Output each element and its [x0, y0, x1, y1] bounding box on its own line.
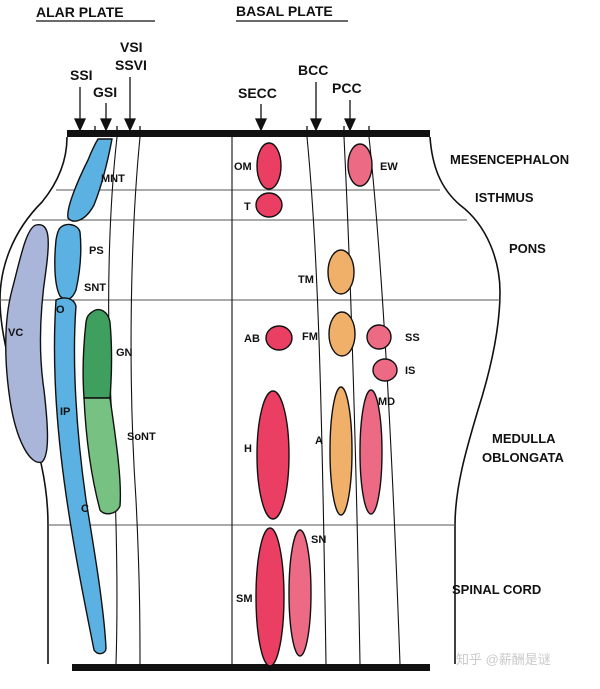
label-a: A: [315, 435, 323, 447]
sont-nucleus-shape: [83, 397, 122, 515]
label-bcc: BCC: [298, 62, 328, 78]
label-om: OM: [234, 161, 252, 173]
label-tm: TM: [298, 274, 314, 286]
label-ssvi: SSVI: [115, 57, 147, 73]
region-spinal-cord: SPINAL CORD: [452, 582, 541, 597]
ew-nucleus-shape: [347, 143, 373, 187]
gn-nucleus-shape: [82, 308, 113, 399]
brainstem-outline-right: [429, 136, 501, 664]
is-nucleus-shape: [372, 358, 398, 382]
mnt-nucleus-shape: [67, 138, 113, 222]
top-bar-ticks: [94, 126, 370, 137]
column-arrows: [73, 77, 357, 132]
fm-nucleus-shape: [328, 311, 356, 357]
top-boundary-bar: [67, 130, 430, 137]
label-pcc: PCC: [332, 80, 362, 96]
label-ssi: SSI: [70, 67, 93, 83]
md-nucleus-shape: [359, 389, 383, 515]
label-sm: SM: [236, 593, 253, 605]
label-vsi: VSI: [120, 39, 143, 55]
watermark: 知乎 @薪酬是谜: [456, 652, 551, 667]
label-gsi: GSI: [93, 84, 117, 100]
label-md: MD: [378, 396, 395, 408]
label-ip: IP: [60, 406, 70, 418]
om-nucleus-shape: [256, 142, 282, 190]
label-vc: VC: [8, 327, 23, 339]
label-ab: AB: [244, 333, 260, 345]
region-medulla: MEDULLA: [492, 431, 556, 446]
region-isthmus: ISTHMUS: [475, 190, 534, 205]
label-mnt: MNT: [101, 173, 125, 185]
ab-nucleus-shape: [265, 325, 293, 351]
label-secc: SECC: [238, 85, 277, 101]
bottom-boundary-bar: [72, 664, 430, 671]
label-h: H: [244, 443, 252, 455]
sm-nucleus-shape: [255, 527, 285, 667]
label-o: O: [56, 304, 65, 316]
h-nucleus-shape: [256, 390, 290, 520]
alar-plate-header: ALAR PLATE: [36, 4, 124, 20]
column-boundary-lines: [108, 136, 401, 665]
tm-nucleus-shape: [327, 249, 355, 295]
region-oblongata: OBLONGATA: [482, 450, 564, 465]
ss-nucleus-shape: [366, 324, 392, 350]
basal-plate-header: BASAL PLATE: [236, 3, 333, 19]
label-ew: EW: [380, 161, 398, 173]
label-fm: FM: [302, 331, 318, 343]
label-snt: SNT: [84, 282, 106, 294]
spinal-trigeminal-nucleus-shape: [53, 297, 107, 655]
label-gn: GN: [116, 347, 133, 359]
t-nucleus-shape: [255, 192, 283, 218]
region-mesencephalon: MESENCEPHALON: [450, 152, 569, 167]
vc-nucleus-shape: [5, 224, 49, 464]
label-c: C: [81, 503, 89, 515]
label-ps: PS: [89, 245, 104, 257]
label-sn: SN: [311, 534, 326, 546]
a-nucleus-shape: [329, 386, 353, 516]
label-sont: SoNT: [127, 431, 156, 443]
label-ss: SS: [405, 332, 420, 344]
sn-nucleus-shape: [288, 529, 312, 657]
label-t: T: [244, 201, 251, 213]
ps-snt-nucleus-shape: [54, 223, 82, 301]
region-pons: PONS: [509, 241, 546, 256]
label-is: IS: [405, 365, 415, 377]
